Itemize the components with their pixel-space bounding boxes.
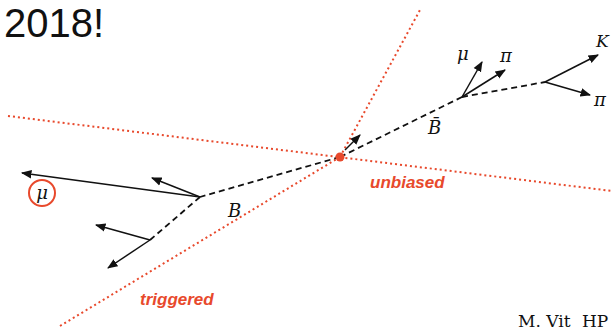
trigger-muon-circle: μ <box>29 180 55 206</box>
boundary-line <box>340 10 420 157</box>
track <box>152 178 200 197</box>
collision-vertex <box>336 153 345 162</box>
citation-text: M. Vit <box>518 312 570 332</box>
meson-paths <box>150 82 545 240</box>
bbar-meson-path <box>340 97 462 157</box>
boundary-line <box>60 157 340 326</box>
particle-label: B <box>228 201 241 222</box>
circle-outline <box>29 180 55 206</box>
pion-track <box>462 70 505 97</box>
particle-label: K <box>596 32 609 52</box>
tracks <box>22 55 598 268</box>
particle-label: μ <box>457 44 469 65</box>
track <box>96 225 150 240</box>
particle-label: π <box>594 90 606 111</box>
slide-heading: 2018! <box>4 0 104 46</box>
track <box>108 240 150 268</box>
boundary-line <box>8 116 612 191</box>
d-meson-path <box>150 197 200 240</box>
region-label: unbiased <box>370 173 445 193</box>
muon-track <box>22 173 200 197</box>
muon-track <box>462 62 482 97</box>
region-label: triggered <box>140 290 214 310</box>
citation-text: HP <box>582 312 608 332</box>
kaon-track <box>545 55 598 82</box>
pion-track <box>545 82 590 95</box>
track <box>345 135 360 150</box>
trigger-boundaries <box>8 10 612 326</box>
particle-label: π <box>500 46 512 67</box>
b-meson-path <box>200 157 340 197</box>
particle-label: B̄ <box>428 118 441 139</box>
particle-label: μ <box>29 180 55 203</box>
